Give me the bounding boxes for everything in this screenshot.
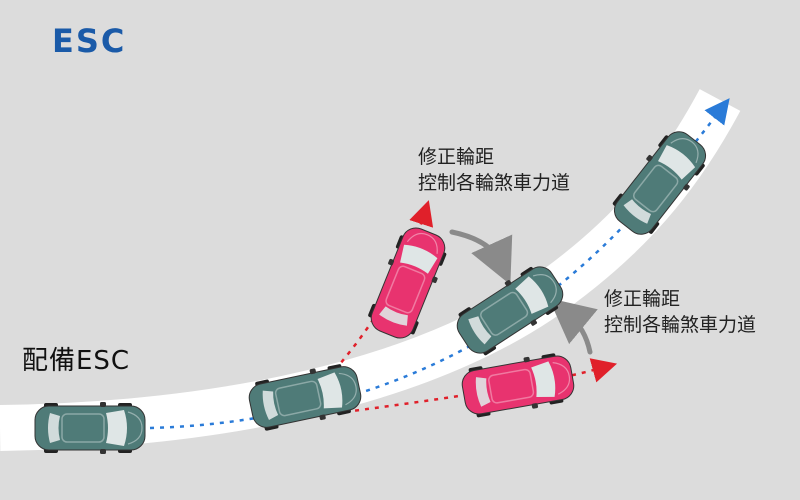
- road: [0, 89, 741, 451]
- car-icon: [448, 257, 572, 363]
- curved-arrow-icon: [548, 298, 598, 355]
- car-icon: [362, 221, 454, 345]
- correction-label-lower: 修正輪距 控制各輪煞車力道: [604, 286, 756, 338]
- correction-label-line2: 控制各輪煞車力道: [604, 314, 757, 336]
- curved-arrow-icon: [449, 229, 513, 285]
- correction-label-line2: 控制各輪煞車力道: [418, 172, 571, 194]
- correction-label-upper: 修正輪距 控制各輪煞車力道: [418, 144, 570, 196]
- correction-label-line1: 修正輪距: [418, 146, 495, 168]
- page-title: ESC: [52, 22, 127, 60]
- equipped-esc-label: 配備ESC: [22, 346, 131, 376]
- car-icon: [34, 401, 146, 455]
- correction-label-line1: 修正輪距: [604, 288, 681, 310]
